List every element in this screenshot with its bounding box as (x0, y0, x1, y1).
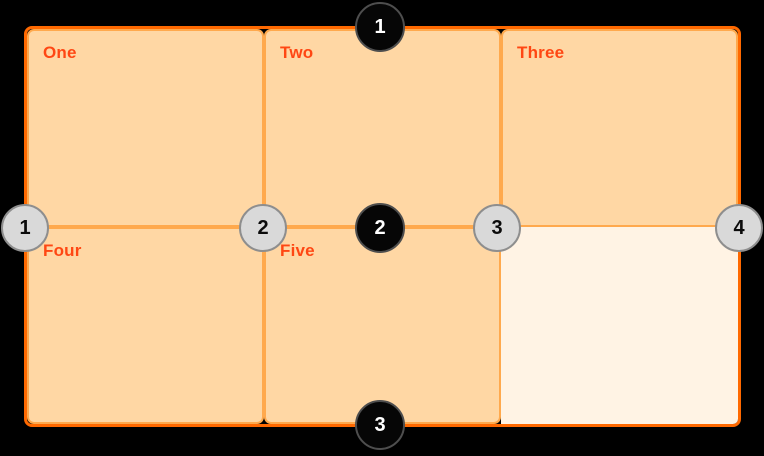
column-line-marker-1: 1 (1, 204, 49, 252)
row-line-marker-1: 1 (355, 2, 405, 52)
grid-cell-three: Three (501, 29, 738, 227)
row-line-number-3: 3 (374, 413, 386, 436)
column-line-number-3: 3 (491, 216, 503, 239)
row-line-marker-3: 3 (355, 400, 405, 450)
cell-label-two: Two (280, 43, 314, 62)
column-line-marker-4: 4 (715, 204, 763, 252)
column-line-marker-3: 3 (473, 204, 521, 252)
grid-cell-empty (501, 226, 738, 424)
column-line-number-1: 1 (19, 216, 31, 239)
column-line-number-4: 4 (733, 216, 745, 239)
column-line-marker-2: 2 (239, 204, 287, 252)
row-line-marker-2: 2 (355, 203, 405, 253)
cell-label-three: Three (517, 43, 565, 62)
grid-cell-two: Two (264, 29, 501, 227)
column-line-number-2: 2 (257, 216, 269, 239)
grid-cell-four: Four (27, 226, 264, 424)
cell-label-five: Five (280, 240, 315, 260)
row-line-number-2: 2 (374, 216, 386, 239)
cell-label-four: Four (43, 240, 82, 260)
row-line-number-1: 1 (374, 15, 386, 38)
cell-label-one: One (43, 43, 77, 62)
grid-cell-five: Five (264, 226, 501, 424)
grid-cell-one: One (27, 29, 264, 227)
